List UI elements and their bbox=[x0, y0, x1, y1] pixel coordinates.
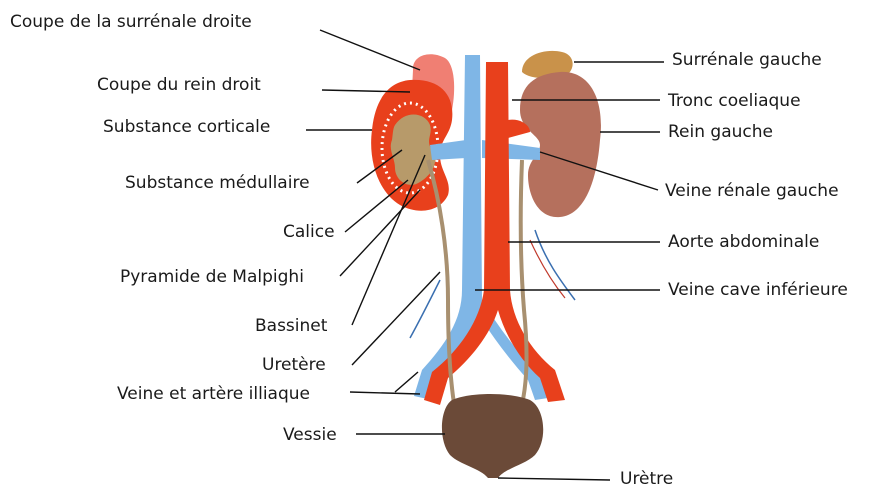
label-calyx: Calice bbox=[283, 222, 335, 242]
label-malpighi-pyramid: Pyramide de Malpighi bbox=[120, 267, 304, 287]
label-left-renal-vein: Veine rénale gauche bbox=[665, 181, 839, 201]
label-right-kidney-section: Coupe du rein droit bbox=[97, 75, 261, 95]
label-celiac-trunk: Tronc coeliaque bbox=[668, 91, 801, 111]
left-kidney bbox=[520, 72, 601, 217]
label-left-kidney: Rein gauche bbox=[668, 122, 773, 142]
label-right-adrenal-section: Coupe de la surrénale droite bbox=[10, 12, 252, 32]
label-urethra: Urètre bbox=[620, 469, 673, 489]
label-inferior-vena-cava: Veine cave inférieure bbox=[668, 280, 848, 300]
label-renal-pelvis: Bassinet bbox=[255, 316, 327, 336]
label-cortex: Substance corticale bbox=[103, 117, 270, 137]
label-iliac-vessels: Veine et artère illiaque bbox=[117, 384, 310, 404]
label-abdominal-aorta: Aorte abdominale bbox=[668, 232, 819, 252]
label-medulla: Substance médullaire bbox=[125, 173, 310, 193]
bladder bbox=[442, 394, 543, 478]
label-ureter: Uretère bbox=[262, 355, 326, 375]
medulla bbox=[391, 114, 435, 184]
label-left-adrenal: Surrénale gauche bbox=[672, 50, 822, 70]
label-bladder: Vessie bbox=[283, 425, 337, 445]
